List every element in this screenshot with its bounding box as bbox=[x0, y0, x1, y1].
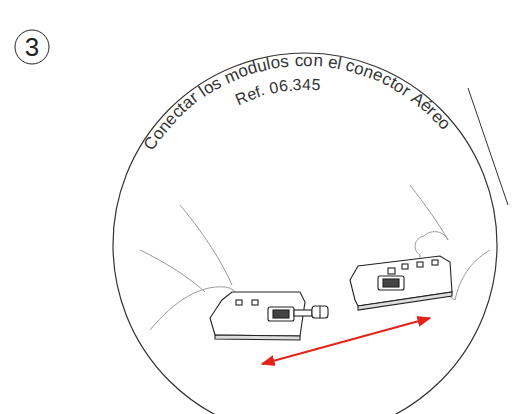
hands bbox=[140, 185, 490, 330]
right-module bbox=[350, 256, 452, 310]
leader-line bbox=[468, 88, 508, 205]
left-module bbox=[210, 292, 328, 340]
step-number: 3 bbox=[25, 34, 39, 60]
detail-circle bbox=[113, 53, 497, 414]
motion-arrow bbox=[262, 318, 430, 364]
step-number-circle: 3 bbox=[15, 30, 49, 64]
step-circle bbox=[15, 30, 49, 64]
